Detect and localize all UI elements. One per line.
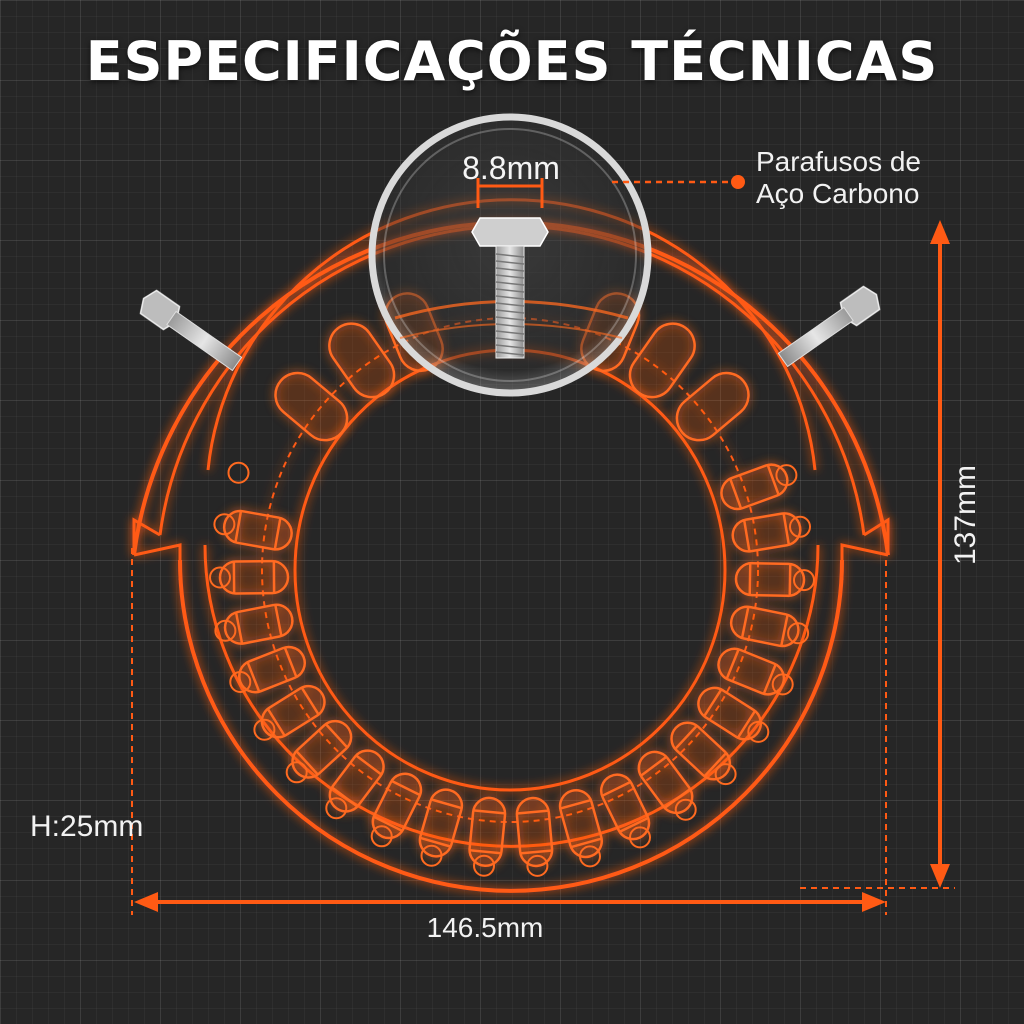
roller (670, 721, 732, 781)
roller (599, 773, 651, 841)
roller (274, 371, 349, 442)
roller (734, 561, 806, 598)
roller (418, 788, 464, 858)
roller (675, 371, 750, 442)
roller (558, 789, 603, 859)
ball (579, 845, 601, 868)
page-title: ESPECIFICAÇÕES TÉCNICAS (85, 30, 939, 93)
ball (714, 763, 737, 786)
height-label: H:25mm (30, 810, 144, 843)
roller (720, 463, 789, 511)
ball (214, 619, 237, 642)
roller (697, 686, 763, 741)
ball (629, 826, 651, 849)
ball (229, 671, 252, 693)
screw-material-label: Parafusos de Aço Carbono (756, 146, 921, 210)
ball (787, 622, 810, 645)
ball (253, 718, 276, 741)
depth-label: 137mm (949, 464, 982, 566)
ball-set (209, 461, 815, 877)
bolt-icon (139, 285, 881, 372)
bolt-size-label: 8.8mm (462, 150, 560, 186)
roller (515, 796, 554, 868)
ball (370, 825, 393, 848)
roller (729, 605, 800, 648)
ball (213, 513, 236, 536)
roller (717, 647, 786, 696)
width-label: 146.5mm (426, 912, 544, 943)
roller (328, 322, 396, 399)
roller (328, 749, 385, 813)
ball (789, 515, 811, 538)
ball (209, 566, 231, 589)
roller (222, 509, 293, 551)
roller (218, 559, 290, 595)
ball (775, 464, 798, 487)
roller (260, 684, 326, 739)
roller (291, 719, 353, 779)
ball (227, 461, 250, 484)
ball (473, 854, 495, 877)
roller (371, 772, 423, 840)
roller (468, 796, 507, 867)
depth-dimension-line (800, 220, 955, 889)
ball (793, 569, 815, 592)
screw-material-line2: Aço Carbono (756, 178, 920, 209)
screw-leader-line (612, 175, 745, 189)
ball (771, 673, 794, 696)
width-dimension-line (131, 548, 887, 915)
ball (420, 844, 443, 867)
ball (674, 798, 697, 821)
magnifier-lens-icon (368, 113, 652, 397)
ball (325, 797, 348, 820)
roller (628, 322, 696, 399)
roller (731, 512, 802, 553)
roller (238, 645, 306, 694)
ball (747, 720, 770, 743)
roller (223, 603, 294, 645)
screw-material-line1: Parafusos de (756, 146, 921, 177)
ball (285, 761, 308, 784)
roller (637, 750, 694, 815)
ball (526, 854, 549, 877)
